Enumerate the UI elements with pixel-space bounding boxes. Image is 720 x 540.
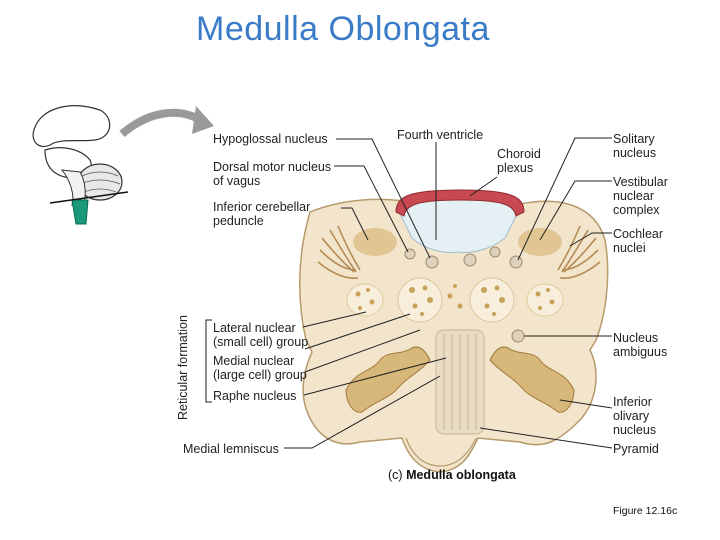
label-reticular-formation: Reticular formation	[176, 315, 190, 420]
caption-prefix: (c)	[388, 468, 403, 482]
label-solitary-nucleus: nucleus	[613, 146, 657, 160]
label-olivary: olivary	[613, 409, 650, 423]
inferior-olivary-nucleus-right	[489, 346, 575, 413]
page-title: Medulla Oblongata	[196, 10, 490, 48]
inferior-cerebellar-peduncle-right	[557, 225, 601, 279]
inferior-olivary-nucleus-left	[345, 346, 431, 413]
label-large-cell-group: (large cell) group	[213, 368, 307, 382]
label-peduncle: peduncle	[213, 214, 264, 228]
orientation-arrow	[119, 108, 203, 138]
reticular-medial-group	[397, 277, 515, 323]
raphe-striations	[443, 334, 477, 430]
medulla-cross-section	[299, 189, 609, 473]
label-fourth-ventricle: Fourth ventricle	[397, 128, 484, 142]
label-cochlear: Cochlear	[613, 227, 664, 241]
label-pyramid: Pyramid	[613, 442, 659, 456]
label-solitary: Solitary	[613, 132, 655, 146]
vestibular-complex	[518, 228, 562, 256]
label-medial-lemniscus: Medial lemniscus	[183, 442, 279, 456]
arrow-head	[192, 106, 214, 134]
label-choroid: Choroid	[497, 147, 541, 161]
pyramid-outline	[405, 437, 477, 467]
medulla-highlight	[71, 199, 89, 225]
label-plexus: plexus	[497, 161, 534, 175]
choroid-plexus	[395, 189, 525, 217]
label-complex: complex	[613, 203, 660, 217]
label-inferior: Inferior	[613, 395, 652, 409]
label-vestibular: Vestibular	[613, 175, 668, 189]
label-dorsal-motor-nucleus: Dorsal motor nucleus	[213, 160, 332, 174]
reticular-lateral-group	[346, 283, 564, 317]
figure-reference: Figure 12.16c	[613, 505, 678, 517]
hypoglossal-nucleus-left	[425, 255, 439, 269]
hypoglossal-nucleus-right	[463, 253, 477, 267]
inferior-cerebellar-peduncle-left	[317, 225, 361, 279]
reticular-bracket	[205, 319, 212, 403]
figure-caption: (c) Medulla oblongata	[388, 468, 516, 482]
label-hypoglossal-nucleus: Hypoglossal nucleus	[213, 132, 328, 146]
label-lateral-nuclear: Lateral nuclear	[213, 321, 296, 335]
label-small-cell-group: (small cell) group	[213, 335, 309, 349]
label-inferior-cerebellar: Inferior cerebellar	[213, 200, 311, 214]
label-nuclear: nuclear	[613, 189, 654, 203]
label-olivary-nucleus: nucleus	[613, 423, 657, 437]
label-raphe-nucleus: Raphe nucleus	[213, 389, 297, 403]
label-dorsal-motor-of-vagus: of vagus	[213, 174, 261, 188]
label-nucleus: Nucleus	[613, 331, 659, 345]
nucleus-ambiguus	[511, 329, 525, 343]
leader-lines	[284, 137, 613, 449]
dorsal-motor-nucleus-left	[404, 248, 416, 260]
dorsal-motor-nucleus-right	[489, 246, 501, 258]
brain-orientation-sketch	[32, 105, 129, 225]
caption-text: Medulla oblongata	[406, 468, 516, 482]
label-medial-nuclear: Medial nuclear	[213, 354, 295, 368]
dorsal-nucleus-left	[353, 228, 397, 256]
label-cochlear-nuclei: nuclei	[613, 241, 646, 255]
solitary-nucleus	[509, 255, 523, 269]
label-ambiguus: ambiguus	[613, 345, 668, 359]
